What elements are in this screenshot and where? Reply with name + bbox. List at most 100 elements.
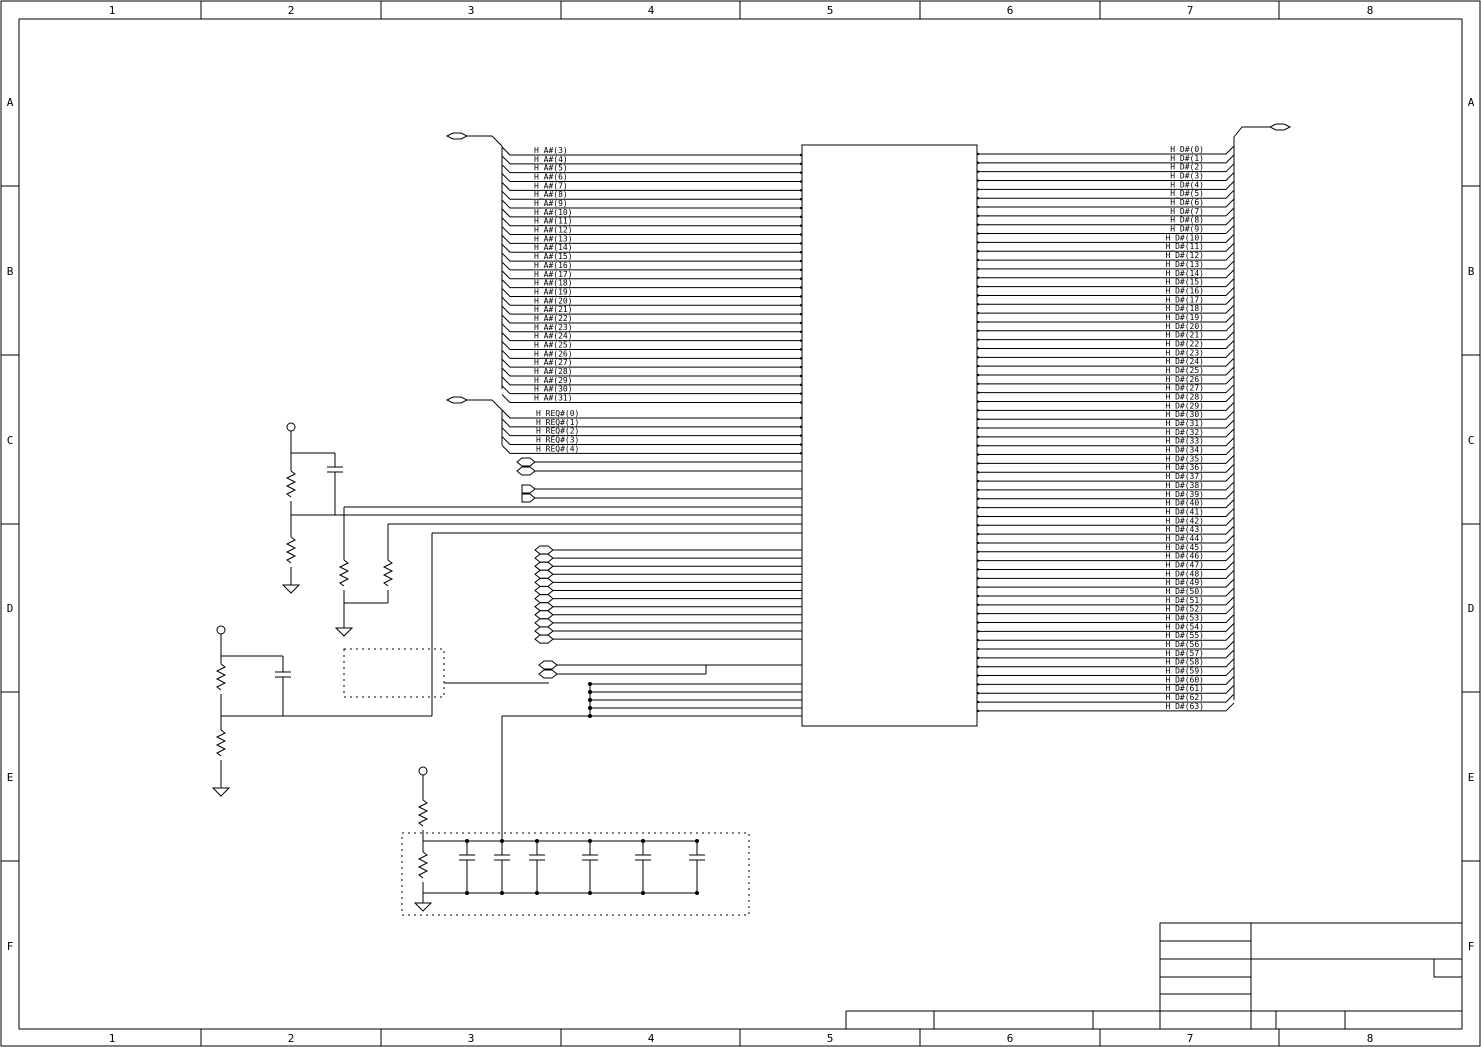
data-net: H_D#(2) <box>976 163 1235 173</box>
column-label: 1 <box>109 4 116 17</box>
data-net: H_D#(11) <box>976 242 1235 253</box>
net-label: H_D#(62) <box>1165 693 1204 702</box>
ground-symbol <box>413 902 433 912</box>
net-label: H_D#(19) <box>1165 313 1204 322</box>
net-label: H_A#(15) <box>534 252 573 261</box>
net-label: H_D#(34) <box>1165 446 1204 455</box>
data-net: H_D#(52) <box>976 605 1235 615</box>
capacitor <box>494 839 510 895</box>
column-label: 1 <box>109 1032 116 1045</box>
net-label: H_D#(9) <box>1170 225 1204 234</box>
net-label: H_A#(13) <box>534 234 573 243</box>
net-label: H_A#(25) <box>534 340 573 349</box>
row-label: E <box>7 771 14 784</box>
column-label: 5 <box>827 1032 834 1045</box>
net-label: H_REQ#(2) <box>536 427 579 436</box>
address-net: H_A#(4) <box>501 155 803 166</box>
data-net: H_D#(19) <box>976 313 1235 324</box>
address-net: H_A#(17) <box>501 270 803 280</box>
bias-network-upper <box>281 422 802 637</box>
net-label: H_D#(2) <box>1170 163 1204 172</box>
address-net: H_A#(10) <box>501 208 803 219</box>
net-label: H_REQ#(1) <box>536 418 579 427</box>
address-net: H_A#(19) <box>501 287 803 298</box>
net-label: H_D#(63) <box>1165 702 1204 711</box>
net-label: H_D#(47) <box>1165 560 1204 569</box>
capacitor <box>459 839 475 895</box>
ground-symbol <box>334 627 354 637</box>
data-net: H_D#(45) <box>976 543 1235 553</box>
net-label: H_D#(27) <box>1165 384 1204 393</box>
net-label: H_D#(56) <box>1165 640 1204 649</box>
net-label: H_D#(29) <box>1165 401 1204 410</box>
net-label: H_D#(1) <box>1170 154 1204 163</box>
address-bus-port <box>445 132 469 140</box>
row-labels-right: A B C D E F <box>1468 96 1475 953</box>
request-net: H_REQ#(4) <box>501 444 803 455</box>
data-net: H_D#(20) <box>976 322 1235 332</box>
data-net: H_D#(57) <box>976 649 1235 660</box>
net-label: H_D#(38) <box>1165 481 1204 490</box>
data-net: H_D#(7) <box>976 207 1235 218</box>
net-label: H_D#(0) <box>1170 145 1204 154</box>
net-label: H_A#(12) <box>534 226 573 235</box>
net-label: H_A#(4) <box>534 155 568 164</box>
net-label: H_A#(27) <box>534 358 573 367</box>
data-net: H_D#(30) <box>976 410 1235 421</box>
data-net: H_D#(24) <box>976 357 1235 368</box>
net-label: H_A#(23) <box>534 323 573 332</box>
data-net: H_D#(50) <box>976 587 1235 598</box>
resistor <box>285 536 297 564</box>
net-label: H_D#(44) <box>1165 534 1204 543</box>
signal-port <box>534 586 554 595</box>
net-label: H_A#(22) <box>534 314 573 323</box>
data-net: H_D#(26) <box>976 375 1235 386</box>
net-label: H_A#(6) <box>534 173 568 182</box>
signal-port <box>534 545 554 555</box>
net-label: H_D#(20) <box>1165 322 1204 331</box>
request-net: H_REQ#(0) <box>501 409 803 420</box>
net-label: H_A#(5) <box>534 164 568 173</box>
capacitor <box>635 839 651 895</box>
net-label: H_D#(46) <box>1165 552 1204 561</box>
net-label: H_D#(39) <box>1165 490 1204 499</box>
data-net: H_D#(27) <box>976 384 1235 394</box>
data-net: H_D#(36) <box>976 463 1235 474</box>
resistor <box>338 559 350 587</box>
address-net: H_A#(14) <box>501 243 803 254</box>
column-labels-top: 1 2 3 4 5 6 7 8 <box>109 4 1374 17</box>
address-net: H_A#(20) <box>501 296 803 307</box>
power-symbol <box>216 625 226 635</box>
data-bus: H_D#(0)H_D#(1)H_D#(2)H_D#(3)H_D#(4)H_D#(… <box>976 137 1235 713</box>
misc-signal-ports <box>516 457 802 718</box>
address-net: H_A#(9) <box>501 199 803 210</box>
request-net: H_REQ#(2) <box>501 427 803 437</box>
data-net: H_D#(14) <box>976 269 1235 279</box>
address-net: H_A#(16) <box>501 261 803 272</box>
column-label: 4 <box>648 1032 655 1045</box>
bus-ports <box>445 123 1292 411</box>
data-net: H_D#(16) <box>976 286 1235 297</box>
data-net: H_D#(4) <box>976 180 1235 191</box>
net-label: H_D#(59) <box>1165 667 1204 676</box>
resistor <box>382 559 394 587</box>
net-label: H_D#(57) <box>1165 649 1204 658</box>
net-label: H_D#(37) <box>1165 472 1204 481</box>
signal-port <box>516 466 536 476</box>
data-net: H_D#(60) <box>976 675 1235 686</box>
row-label: D <box>1468 602 1475 615</box>
net-label: H_D#(45) <box>1165 543 1204 552</box>
net-label: H_A#(9) <box>534 199 568 208</box>
net-label: H_A#(30) <box>534 385 573 394</box>
row-label: B <box>7 265 14 278</box>
signal-port <box>534 618 554 628</box>
data-net: H_D#(37) <box>976 472 1235 483</box>
net-label: H_D#(17) <box>1165 295 1204 304</box>
data-net: H_D#(31) <box>976 419 1235 430</box>
data-net: H_D#(44) <box>976 534 1235 545</box>
address-net: H_A#(29) <box>501 376 803 387</box>
net-label: H_D#(31) <box>1165 419 1204 428</box>
data-net: H_D#(6) <box>976 198 1235 209</box>
net-label: H_D#(48) <box>1165 569 1204 578</box>
